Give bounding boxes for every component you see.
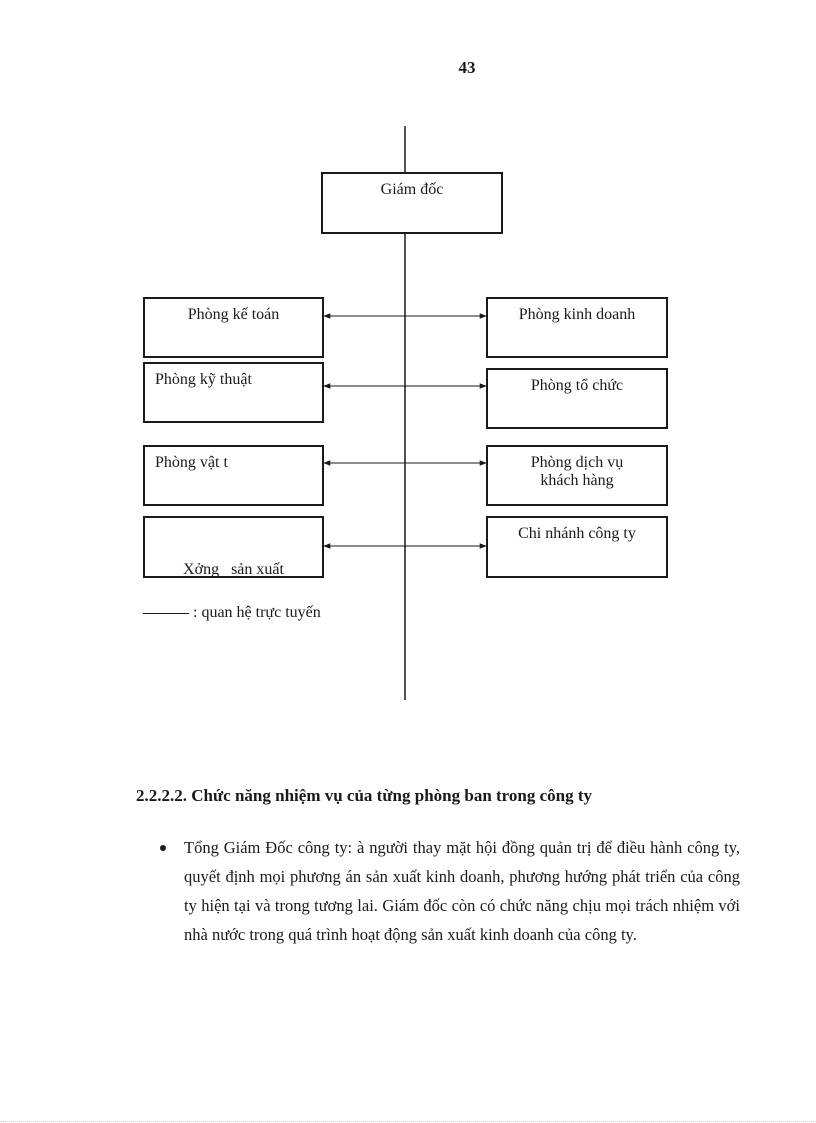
legend-text: : quan hệ trực tuyến	[193, 604, 321, 621]
list-item: Tổng Giám Đốc công ty: à người thay mặt …	[160, 833, 740, 949]
section-heading: 2.2.2.2. Chức năng nhiệm vụ của từng phò…	[136, 786, 593, 805]
page-number: 43	[458, 58, 476, 77]
list-item-text: Tổng Giám Đốc công ty: à người thay mặt …	[184, 838, 740, 944]
technical-dept-box: Phòng kỹ thuật	[143, 362, 324, 423]
accounting-dept-label: Phòng kế toán	[187, 306, 280, 323]
business-dept-label: Phòng kinh doanh	[518, 306, 636, 323]
organization-dept-label: Phòng tổ chức	[530, 377, 624, 394]
org-chart-connectors	[323, 126, 487, 700]
diagram-legend: : quan hệ trực tuyến	[143, 604, 321, 622]
workshop-box: Xởng sản xuất	[143, 516, 324, 578]
customer-service-dept-label-line-2: khách hàng	[540, 472, 614, 489]
legend-line-sample	[143, 612, 189, 614]
materials-dept-box: Phòng vật t	[143, 445, 324, 506]
organization-dept-box: Phòng tổ chức	[486, 368, 668, 429]
page-bottom-rule	[0, 1121, 816, 1122]
bullet-list: Tổng Giám Đốc công ty: à người thay mặt …	[160, 833, 740, 949]
director-box: Giám đốc	[321, 172, 503, 234]
materials-dept-label: Phòng vật t	[155, 454, 228, 471]
accounting-dept-box: Phòng kế toán	[143, 297, 324, 358]
org-chart: Giám đốc Phòng kế toán Phòng kỹ thuật Ph…	[143, 126, 668, 700]
workshop-label: Xởng sản xuất	[183, 561, 284, 578]
bullet-icon	[160, 845, 166, 851]
technical-dept-label: Phòng kỹ thuật	[155, 371, 252, 388]
director-label: Giám đốc	[380, 181, 444, 198]
business-dept-box: Phòng kinh doanh	[486, 297, 668, 358]
company-branch-box: Chi nhánh công ty	[486, 516, 668, 578]
customer-service-dept-label-line-1: Phòng dịch vụ	[530, 454, 624, 471]
company-branch-label: Chi nhánh công ty	[518, 525, 636, 542]
